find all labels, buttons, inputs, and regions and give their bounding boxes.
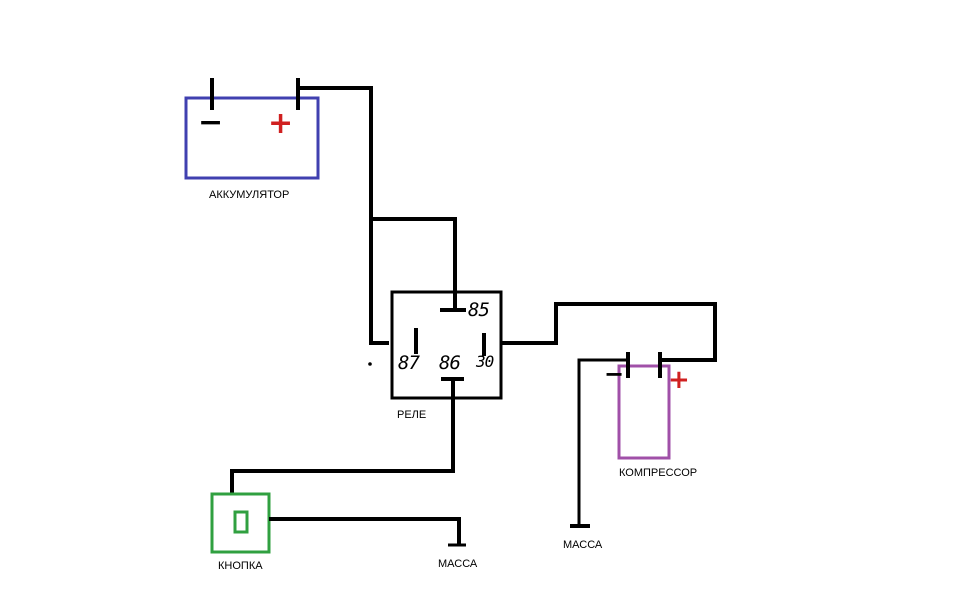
wire-compressor-ground [577, 358, 628, 526]
wire-30-to-compressor [501, 302, 717, 362]
button-label: КНОПКА [218, 560, 263, 572]
compressor-label: КОМПРЕССОР [619, 467, 698, 479]
relay-label: РЕЛЕ [397, 409, 427, 421]
battery-box [184, 96, 320, 180]
battery-plus-sign: + [268, 106, 294, 141]
battery-label: АККУМУЛЯТОР [209, 189, 290, 201]
wire-to-pin-85 [371, 217, 457, 310]
ground-label-button: МАССА [438, 558, 478, 570]
relay-pin-86: 86 [439, 352, 461, 374]
relay-pin-85: 85 [468, 299, 490, 321]
button-inner [233, 510, 249, 534]
battery-minus-sign: − [198, 105, 224, 140]
relay-pin-87: 87 [398, 352, 420, 374]
button-box [210, 492, 271, 554]
compressor-plus-sign: + [668, 365, 690, 395]
wire-button-ground [269, 517, 461, 545]
wire-86-to-button [230, 379, 455, 494]
stray-dot [368, 362, 372, 366]
compressor-minus-sign: − [604, 360, 625, 388]
compressor-box [617, 364, 671, 460]
wire-battery-plus [298, 86, 389, 345]
relay-pin-30: 30 [476, 352, 494, 371]
ground-label-compressor: МАССА [563, 539, 603, 551]
